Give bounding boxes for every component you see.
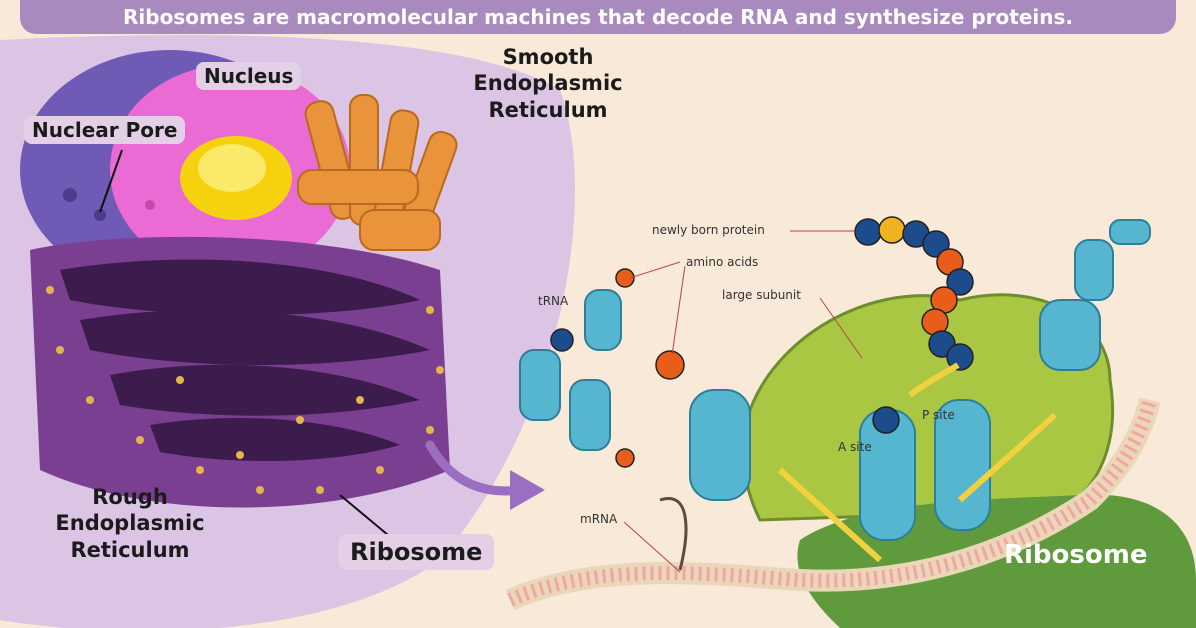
p-site-label: P site xyxy=(922,408,955,422)
annotation-pointers xyxy=(623,230,863,573)
page-title: Ribosomes are macromolecular machines th… xyxy=(20,0,1176,34)
nucleus-label: Nucleus xyxy=(196,62,302,90)
mrna-strand-bases xyxy=(507,398,1157,607)
nuclear-pore-label: Nuclear Pore xyxy=(24,116,186,144)
trna-molecules xyxy=(519,219,1151,541)
ribosome-title: Ribosome xyxy=(1004,540,1148,570)
zoom-arrow xyxy=(425,440,525,496)
ribosome-dots xyxy=(46,286,444,494)
ribosome-label: Ribosome xyxy=(338,534,495,570)
movement-arrows xyxy=(777,362,1058,563)
zoom-arrow-head xyxy=(510,470,545,510)
a-site-label: A site xyxy=(838,440,872,454)
protein-chain xyxy=(550,216,974,468)
mrna-label: mRNA xyxy=(580,512,618,526)
newly-born-protein-label: newly born protein xyxy=(652,223,765,237)
rough-er-graphic xyxy=(30,236,450,508)
amino-acids-label: amino acids xyxy=(686,255,759,269)
large-subunit-graphic xyxy=(742,293,1115,522)
trna-label: tRNA xyxy=(538,294,569,308)
mrna-tail xyxy=(659,496,688,571)
smooth-er-graphic xyxy=(297,94,458,251)
rough-er-label: Rough Endoplasmic Reticulum xyxy=(55,485,205,562)
large-subunit-label: large subunit xyxy=(722,288,801,302)
smooth-er-label: Smooth Endoplasmic Reticulum xyxy=(473,45,623,122)
nuclear-pore-pointer xyxy=(99,149,123,213)
